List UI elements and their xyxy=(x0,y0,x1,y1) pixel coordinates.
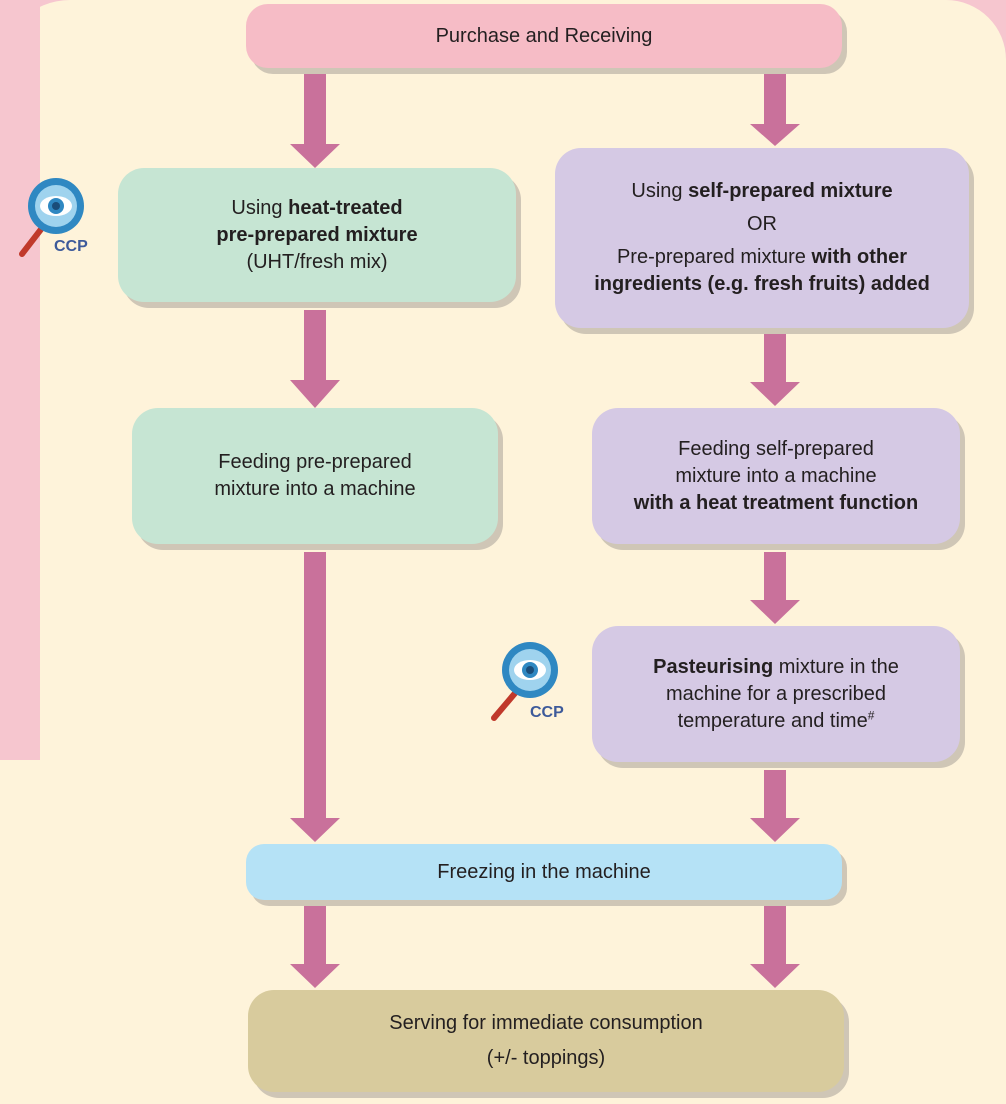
magnifier-eye-icon xyxy=(19,178,84,257)
left-using-note: (UHT/fresh mix) xyxy=(246,250,388,273)
right-feed-line-1: Feeding self-prepared xyxy=(678,437,874,460)
left-feed-line-2: mixture into a machine xyxy=(214,478,416,500)
pasteur-line-2: machine for a prescribed xyxy=(665,682,887,705)
left-feed-line-1: Feeding pre-prepared xyxy=(218,451,412,473)
purchase-receiving-box: Purchase and Receiving xyxy=(246,4,842,68)
arrow-freezing-serving-left xyxy=(290,906,340,988)
self-prepared-mixture-box: Using self-prepared mixture OR Pre-prepa… xyxy=(555,148,969,328)
ccp-marker-2: CCP xyxy=(482,636,572,726)
ccp-label-1: CCP xyxy=(54,238,88,255)
arrow-freezing-serving-right xyxy=(750,906,800,988)
purchase-label: Purchase and Receiving xyxy=(435,24,653,47)
ccp-label-2: CCP xyxy=(530,704,564,721)
right-pre-text: Pre-prepared mixture xyxy=(616,246,812,268)
serving-line-2: (+/- toppings) xyxy=(486,1047,606,1069)
magnifier-eye-icon xyxy=(491,642,558,721)
pasteur-footnote-mark: # xyxy=(867,707,875,722)
pasteur-line-1: mixture in the xyxy=(773,655,899,678)
right-using-bold: self-prepared mixture xyxy=(688,180,893,202)
right-feed-line-2: mixture into a machine xyxy=(675,464,877,487)
left-strip xyxy=(0,0,40,760)
freezing-box: Freezing in the machine xyxy=(246,844,842,900)
arrow-left-feed-freezing xyxy=(290,552,340,842)
right-pre-bold-2: ingredients (e.g. fresh fruits) added xyxy=(594,273,930,295)
arrow-purchase-left xyxy=(290,74,340,168)
or-label: OR xyxy=(747,213,777,235)
serving-box: Serving for immediate consumption (+/- t… xyxy=(248,990,844,1092)
arrow-right-feed-pasteur xyxy=(750,552,800,624)
arrow-purchase-right xyxy=(750,74,800,146)
heat-treated-mixture-box: Using heat-treated pre-prepared mixture … xyxy=(118,168,516,302)
right-using-text: Using xyxy=(631,180,689,202)
pasteurising-box: Pasteurising mixture in the machine for … xyxy=(592,626,960,762)
left-using-bold-2: pre-prepared mixture xyxy=(216,223,418,246)
right-pre-bold-1: with other xyxy=(811,246,908,268)
feeding-self-prepared-box: Feeding self-prepared mixture into a mac… xyxy=(592,408,960,544)
serving-line-1: Serving for immediate consumption xyxy=(389,1012,703,1034)
ccp-marker-1: CCP xyxy=(8,172,98,262)
feeding-pre-prepared-box: Feeding pre-prepared mixture into a mach… xyxy=(132,408,498,544)
arrow-left-using-feed xyxy=(290,310,340,408)
freezing-label: Freezing in the machine xyxy=(437,860,651,883)
pasteur-line-3: temperature and time xyxy=(677,709,868,732)
left-using-bold-1: heat-treated xyxy=(288,196,403,219)
pasteur-bold: Pasteurising xyxy=(653,655,774,678)
arrow-pasteur-freezing xyxy=(750,770,800,842)
right-feed-bold: with a heat treatment function xyxy=(633,491,919,514)
arrow-right-using-feed xyxy=(750,334,800,406)
left-using-text: Using xyxy=(231,196,289,219)
